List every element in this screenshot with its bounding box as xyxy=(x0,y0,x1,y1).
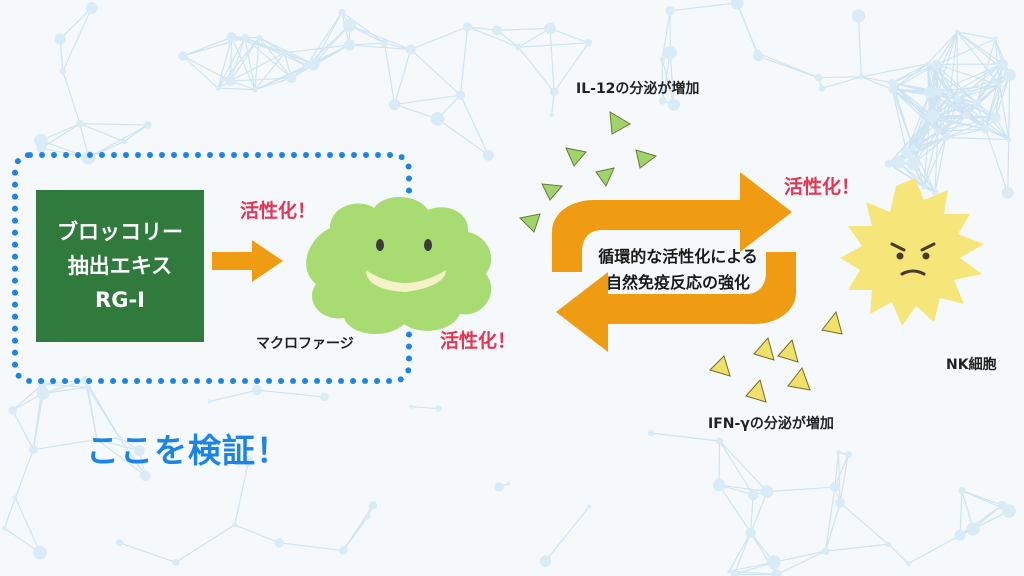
macrophage-cell xyxy=(306,196,492,335)
nk-cell xyxy=(840,178,984,326)
verification-label: ここを検証！ xyxy=(86,431,290,470)
product-name-line2: 抽出エキス xyxy=(67,254,173,278)
broccoli-extract-box: ブロッコリー 抽出エキス RG-I xyxy=(36,190,204,342)
macrophage-activation-label: 活性化！ xyxy=(240,200,317,222)
nk-cell-label: NK細胞 xyxy=(946,357,997,373)
il12-particles xyxy=(518,111,658,233)
ifn-secretion-label: IFN-γの分泌が増加 xyxy=(708,416,834,432)
cycle-arrow-bottom xyxy=(556,252,796,352)
product-to-macrophage-arrow xyxy=(212,240,283,282)
cycle-arrow-top xyxy=(552,172,792,272)
product-name-line1: ブロッコリー xyxy=(57,220,183,244)
product-name-line3: RG-I xyxy=(95,288,145,312)
cycle-text-line2: 自然免疫反応の強化 xyxy=(605,273,750,292)
cycle-text-line1: 循環的な活性化による xyxy=(598,247,758,266)
left-activation-label: 活性化！ xyxy=(440,330,517,352)
macrophage-label: マクロファージ xyxy=(256,336,354,352)
il12-secretion-label: IL-12の分泌が増加 xyxy=(576,81,700,97)
cycle-description: 循環的な活性化による 自然免疫反応の強化 xyxy=(548,244,808,296)
nk-activation-label: 活性化！ xyxy=(784,176,861,198)
ifn-particles xyxy=(709,310,843,403)
